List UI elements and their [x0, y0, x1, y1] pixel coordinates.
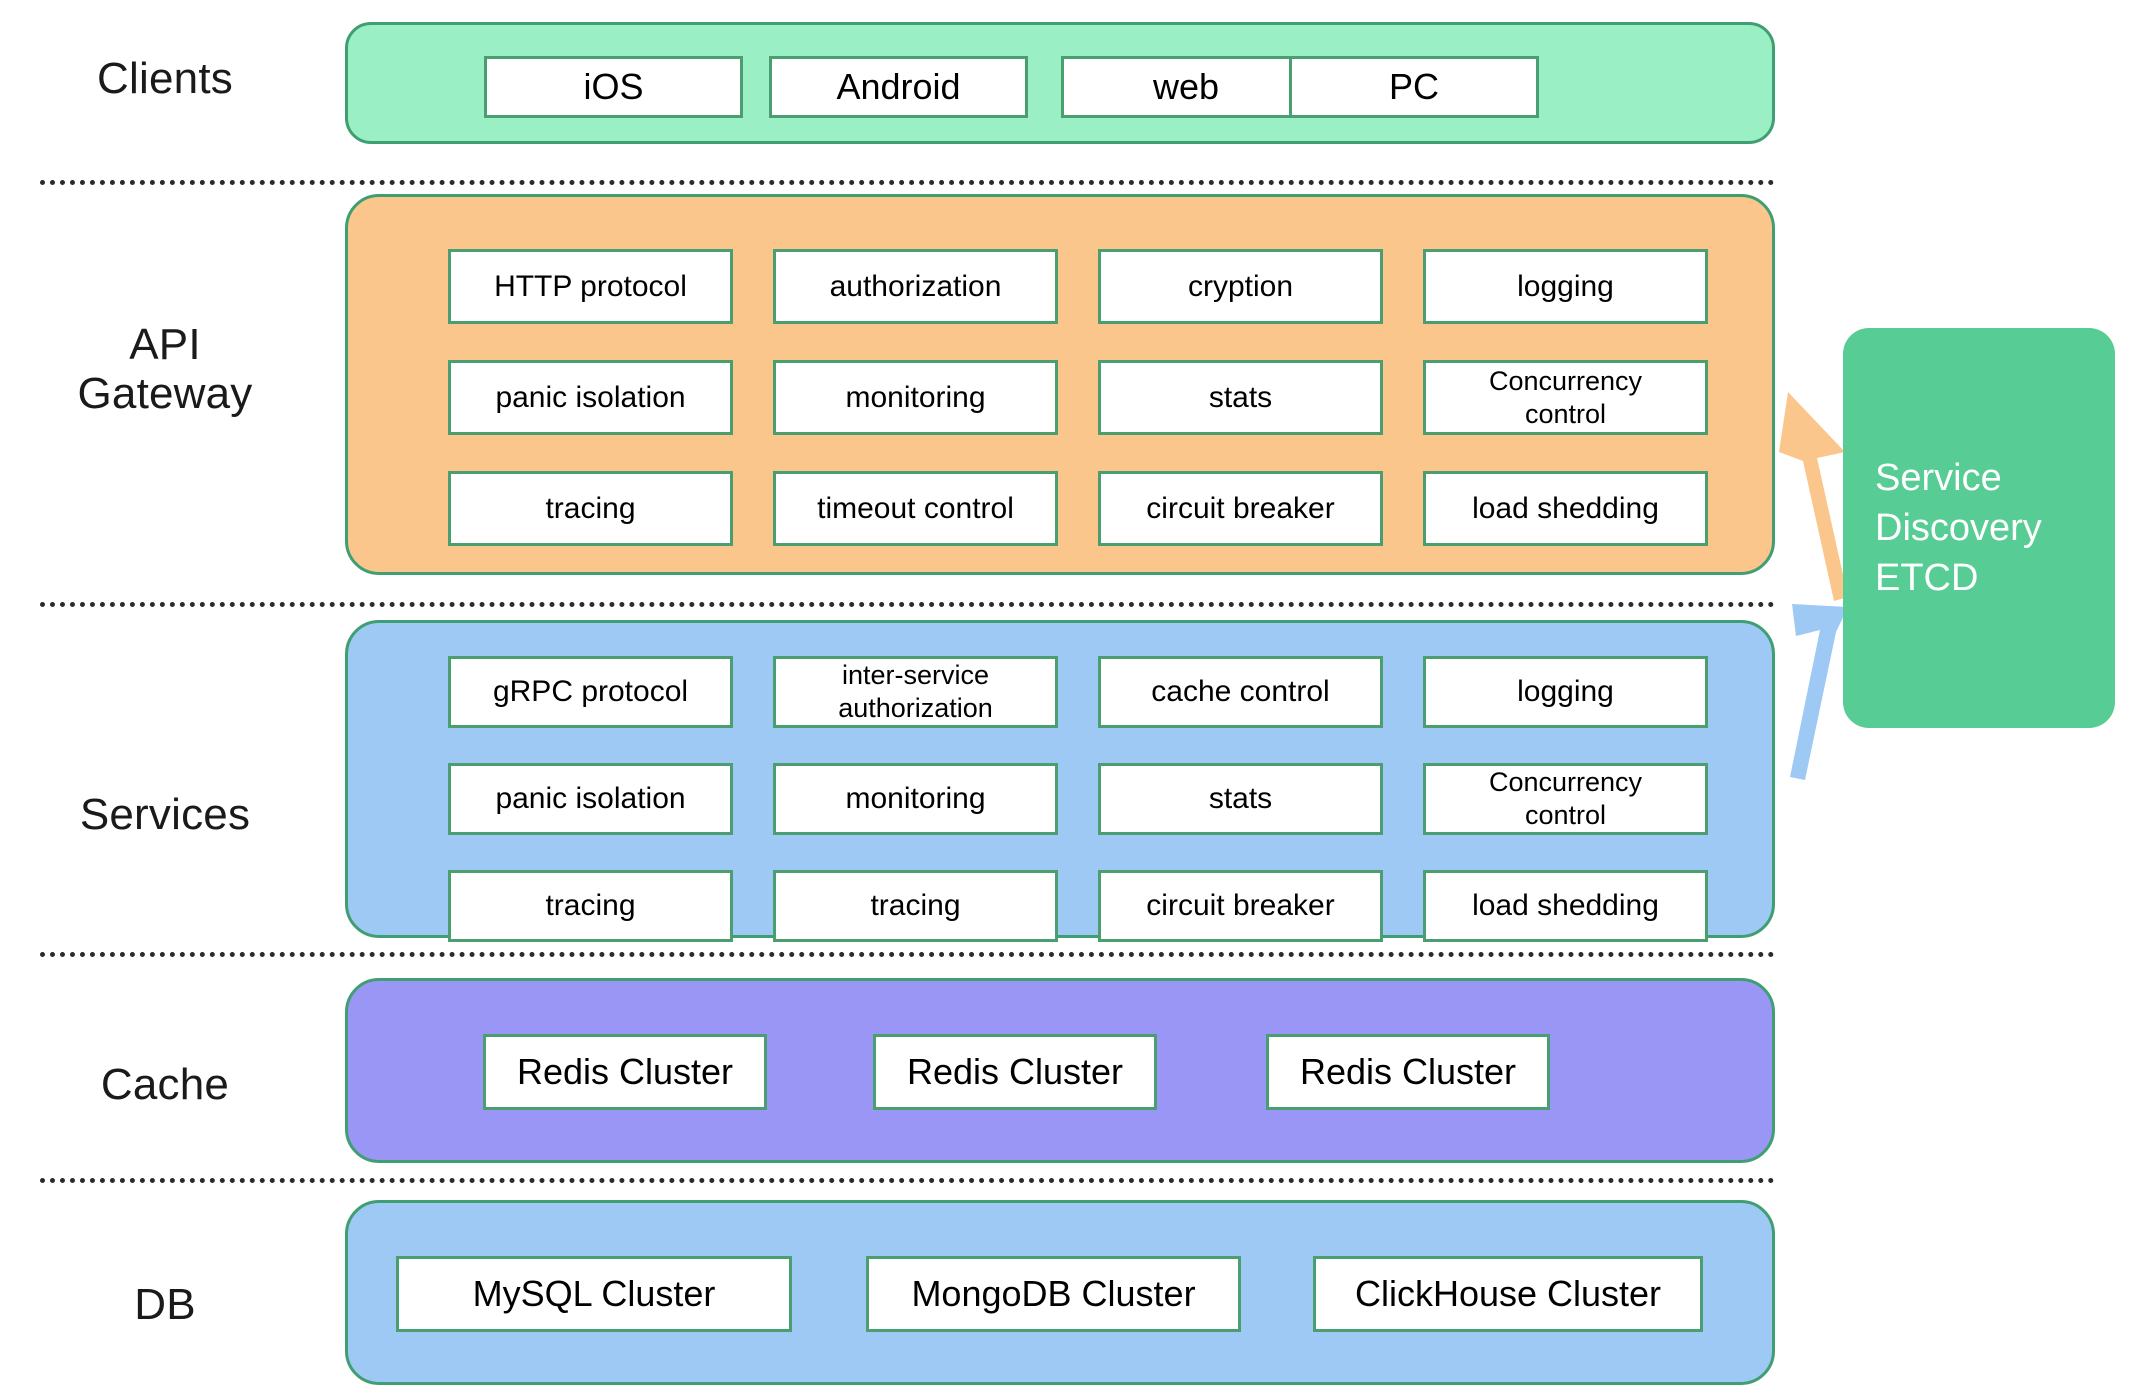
services-box-load-shedding[interactable]: load shedding	[1423, 870, 1708, 942]
services-box-logging-label: logging	[1517, 675, 1614, 708]
gateway-box-timeout-control-label: timeout control	[817, 491, 1014, 525]
separator-cache-db	[40, 1178, 1775, 1183]
row-label-db: DB	[0, 1280, 330, 1329]
row-label-api-gateway: API Gateway	[0, 320, 330, 419]
arrow-to-api-gateway	[1779, 392, 1848, 601]
db-box-mongodb-cluster[interactable]: MongoDB Cluster	[866, 1256, 1241, 1332]
service-discovery-line2: Discovery	[1875, 506, 2042, 549]
service-discovery-etcd-box[interactable]: Service Discovery ETCD	[1843, 328, 2115, 728]
gateway-box-concurrency-control[interactable]: Concurrency control	[1423, 360, 1708, 435]
services-box-stats[interactable]: stats	[1098, 763, 1383, 835]
gateway-box-logging-label: logging	[1517, 269, 1614, 303]
row-label-cache-text: Cache	[100, 1060, 230, 1109]
gateway-box-authorization[interactable]: authorization	[773, 249, 1058, 324]
gateway-box-monitoring-label: monitoring	[845, 380, 986, 414]
db-box-mysql-cluster-label: MySQL Cluster	[472, 1273, 716, 1315]
gateway-box-circuit-breaker-label: circuit breaker	[1146, 491, 1335, 525]
client-box-pc[interactable]: PC	[1289, 56, 1539, 118]
services-box-tracing-2[interactable]: tracing	[773, 870, 1058, 942]
gateway-box-panic-isolation[interactable]: panic isolation	[448, 360, 733, 435]
separator-services-cache	[40, 952, 1775, 957]
band-api-gateway: HTTP protocol authorization cryption log…	[345, 194, 1775, 575]
gateway-box-tracing-label: tracing	[545, 491, 636, 525]
gateway-box-http-protocol[interactable]: HTTP protocol	[448, 249, 733, 324]
gateway-box-stats-label: stats	[1208, 380, 1273, 414]
services-box-panic-isolation[interactable]: panic isolation	[448, 763, 733, 835]
row-label-services: Services	[0, 790, 330, 839]
db-box-mongodb-cluster-label: MongoDB Cluster	[911, 1273, 1196, 1315]
cache-box-redis-cluster-2-label: Redis Cluster	[906, 1051, 1124, 1093]
services-box-tracing-1[interactable]: tracing	[448, 870, 733, 942]
gateway-box-authorization-label: authorization	[829, 269, 1002, 303]
cache-box-redis-cluster-3[interactable]: Redis Cluster	[1266, 1034, 1550, 1110]
gateway-box-panic-isolation-label: panic isolation	[495, 380, 686, 414]
gateway-box-concurrency-control-line1: Concurrency	[1488, 365, 1643, 396]
services-box-stats-label: stats	[1208, 782, 1273, 815]
client-box-pc-label: PC	[1388, 66, 1439, 108]
gateway-box-http-protocol-label: HTTP protocol	[494, 269, 687, 303]
db-box-mysql-cluster[interactable]: MySQL Cluster	[396, 1256, 792, 1332]
services-box-monitoring[interactable]: monitoring	[773, 763, 1058, 835]
services-box-logging[interactable]: logging	[1423, 656, 1708, 728]
services-box-panic-isolation-label: panic isolation	[495, 782, 686, 815]
gateway-box-stats[interactable]: stats	[1098, 360, 1383, 435]
services-box-concurrency-control[interactable]: Concurrency control	[1423, 763, 1708, 835]
gateway-box-circuit-breaker[interactable]: circuit breaker	[1098, 471, 1383, 546]
client-box-android[interactable]: Android	[769, 56, 1028, 118]
service-discovery-line1: Service	[1875, 456, 2002, 499]
gateway-box-load-shedding[interactable]: load shedding	[1423, 471, 1708, 546]
services-box-circuit-breaker-label: circuit breaker	[1146, 889, 1335, 922]
services-box-tracing-1-label: tracing	[545, 889, 636, 922]
services-box-inter-service-authorization-line1: inter-service	[841, 660, 990, 691]
gateway-box-logging[interactable]: logging	[1423, 249, 1708, 324]
row-label-services-text: Services	[79, 790, 251, 839]
services-box-concurrency-control-line1: Concurrency	[1488, 767, 1643, 798]
db-box-clickhouse-cluster[interactable]: ClickHouse Cluster	[1313, 1256, 1703, 1332]
services-box-grpc-protocol-label: gRPC protocol	[492, 675, 689, 708]
separator-clients-gateway	[40, 180, 1775, 185]
separator-gateway-services	[40, 602, 1775, 607]
services-box-grpc-protocol[interactable]: gRPC protocol	[448, 656, 733, 728]
services-box-tracing-2-label: tracing	[870, 889, 961, 922]
services-box-cache-control[interactable]: cache control	[1098, 656, 1383, 728]
band-clients: iOS Android web PC	[345, 22, 1775, 144]
band-cache: Redis Cluster Redis Cluster Redis Cluste…	[345, 978, 1775, 1163]
client-box-android-label: Android	[836, 66, 961, 108]
services-box-load-shedding-label: load shedding	[1472, 889, 1659, 922]
db-box-clickhouse-cluster-label: ClickHouse Cluster	[1354, 1273, 1662, 1315]
services-box-monitoring-label: monitoring	[845, 782, 986, 815]
client-box-web[interactable]: web	[1061, 56, 1311, 118]
row-label-db-text: DB	[134, 1280, 196, 1329]
services-box-concurrency-control-line2: control	[1524, 800, 1607, 830]
services-box-circuit-breaker[interactable]: circuit breaker	[1098, 870, 1383, 942]
client-box-ios[interactable]: iOS	[484, 56, 743, 118]
gateway-box-concurrency-control-line2: control	[1524, 398, 1607, 429]
client-box-ios-label: iOS	[583, 66, 644, 108]
band-db: MySQL Cluster MongoDB Cluster ClickHouse…	[345, 1200, 1775, 1385]
gateway-box-tracing[interactable]: tracing	[448, 471, 733, 546]
band-services: gRPC protocol inter-service authorizatio…	[345, 620, 1775, 942]
cache-box-redis-cluster-1-label: Redis Cluster	[516, 1051, 734, 1093]
gateway-box-load-shedding-label: load shedding	[1472, 491, 1659, 525]
services-box-inter-service-authorization-line2: authorization	[838, 693, 993, 723]
services-box-inter-service-authorization[interactable]: inter-service authorization	[773, 656, 1058, 728]
services-box-cache-control-label: cache control	[1151, 675, 1330, 708]
cache-box-redis-cluster-2[interactable]: Redis Cluster	[873, 1034, 1157, 1110]
row-label-cache: Cache	[0, 1060, 330, 1109]
service-discovery-line3: ETCD	[1875, 557, 1979, 600]
row-label-api-gateway-line1: API	[129, 320, 201, 369]
gateway-box-monitoring[interactable]: monitoring	[773, 360, 1058, 435]
gateway-box-timeout-control[interactable]: timeout control	[773, 471, 1058, 546]
row-label-clients: Clients	[0, 54, 330, 103]
gateway-box-cryption[interactable]: cryption	[1098, 249, 1383, 324]
cache-box-redis-cluster-1[interactable]: Redis Cluster	[483, 1034, 767, 1110]
gateway-box-cryption-label: cryption	[1187, 269, 1294, 303]
row-label-clients-text: Clients	[97, 54, 233, 103]
client-box-web-label: web	[1152, 66, 1220, 108]
cache-box-redis-cluster-3-label: Redis Cluster	[1299, 1051, 1517, 1093]
row-label-api-gateway-line2: Gateway	[77, 369, 253, 419]
arrow-to-services	[1790, 604, 1848, 780]
